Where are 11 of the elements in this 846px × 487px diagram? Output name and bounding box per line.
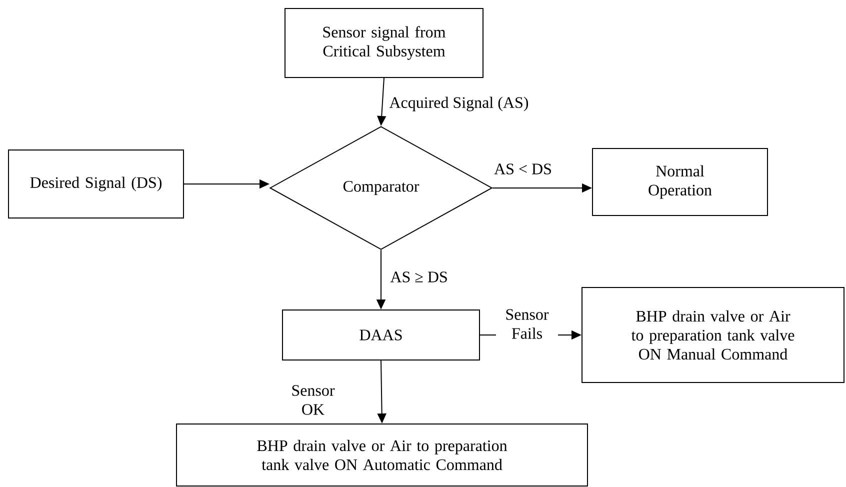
edge-label: Sensor OK <box>282 384 344 416</box>
process-box: BHP drain valve or Air to preparation tank valve ON Manual Command <box>582 286 844 383</box>
process-box: Normal Operation <box>592 148 768 216</box>
edge-label: Sensor Fails <box>496 308 558 340</box>
process-box: Sensor signal from Critical Subsystem <box>284 8 484 78</box>
edge-label: Acquired Signal (AS) <box>388 96 530 112</box>
process-box: BHP drain valve or Air to preparation tank valve ON Automatic Command <box>176 423 588 486</box>
process-box: Desired Signal (DS) <box>8 150 184 218</box>
edge-label: AS < DS <box>493 162 553 176</box>
edge-label: AS ≥ DS <box>389 270 449 284</box>
process-box: DAAS <box>282 310 480 360</box>
